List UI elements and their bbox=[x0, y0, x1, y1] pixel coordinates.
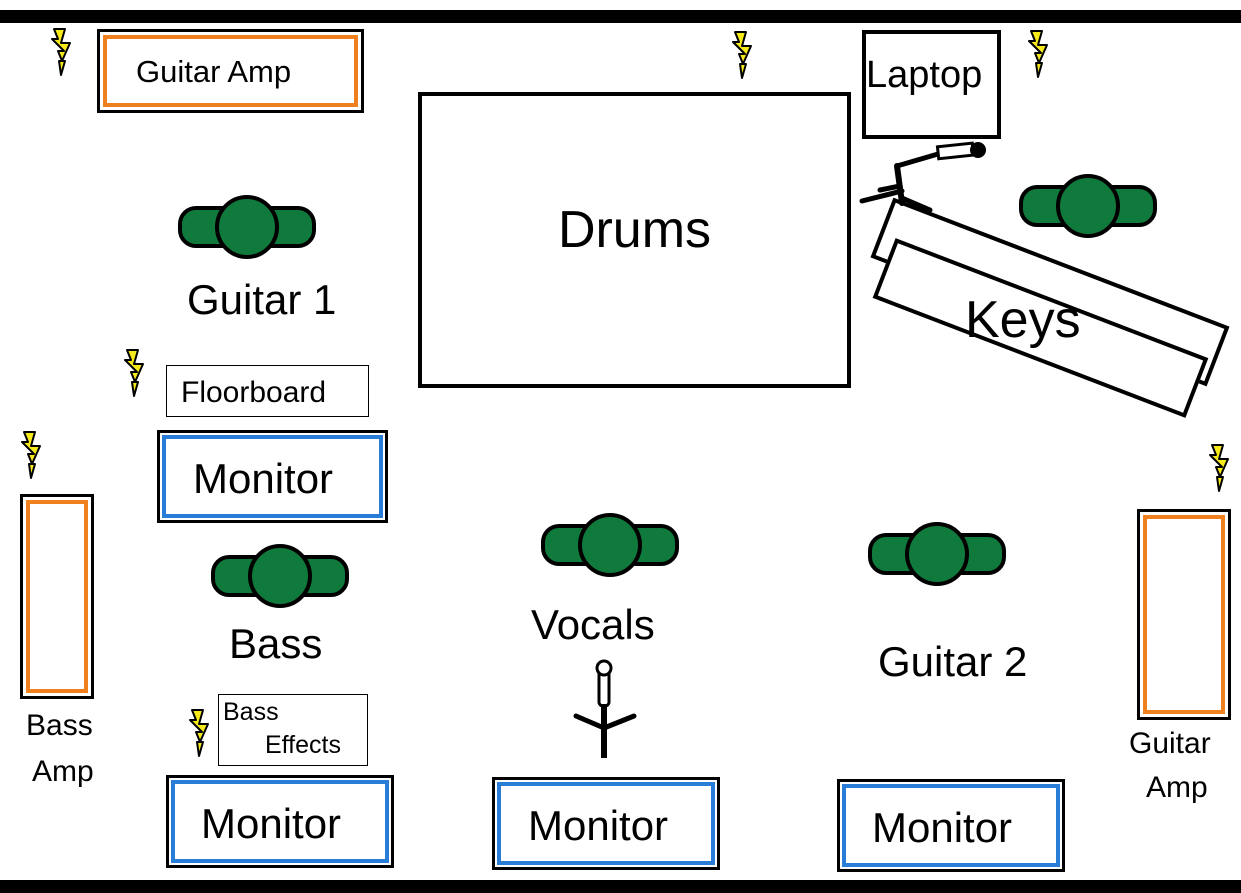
guitar-amp-top: Guitar Amp bbox=[97, 29, 364, 113]
bass-amp-label-line1: Bass bbox=[26, 709, 93, 742]
mic-stand-icon bbox=[573, 659, 637, 758]
power-bolt-icon bbox=[124, 349, 144, 397]
drums-label: Drums bbox=[557, 201, 712, 259]
monitor-bottom-center-label: Monitor bbox=[528, 802, 669, 849]
guitar1-label: Guitar 1 bbox=[187, 276, 337, 323]
floorboard-label: Floorboard bbox=[181, 376, 327, 409]
performer-icon bbox=[1019, 174, 1157, 238]
power-bolt-icon bbox=[1028, 30, 1048, 78]
bass-amp bbox=[20, 494, 94, 699]
power-bolt-icon bbox=[21, 431, 41, 479]
drums: Drums bbox=[418, 92, 851, 388]
mic-stand-icon bbox=[859, 141, 986, 213]
monitor-left-upper: Monitor bbox=[157, 430, 388, 523]
bass-effects: Bass Effects bbox=[218, 694, 368, 766]
performer-icon bbox=[868, 522, 1006, 586]
monitor-bottom-left: Monitor bbox=[166, 775, 394, 868]
guitar-amp-top-label: Guitar Amp bbox=[136, 54, 292, 89]
monitor-bottom-right: Monitor bbox=[837, 779, 1065, 872]
monitor-bottom-left-label: Monitor bbox=[201, 800, 342, 847]
guitar2-label: Guitar 2 bbox=[878, 638, 1028, 685]
monitor-left-upper-label: Monitor bbox=[193, 455, 334, 502]
monitor-bottom-center: Monitor bbox=[492, 777, 720, 870]
guitar-amp-right-label-line1: Guitar bbox=[1129, 727, 1211, 760]
power-bolt-icon bbox=[732, 31, 752, 79]
power-bolt-icon bbox=[51, 28, 71, 76]
laptop: Laptop bbox=[862, 30, 1001, 139]
power-bolt-icon bbox=[1209, 444, 1229, 492]
bass-effects-label-line2: Effects bbox=[265, 731, 341, 759]
performer-icon bbox=[178, 195, 316, 259]
monitor-bottom-right-label: Monitor bbox=[872, 804, 1013, 851]
vocals-label: Vocals bbox=[531, 601, 655, 648]
stage-edge-top bbox=[0, 10, 1241, 23]
power-bolt-icon bbox=[189, 709, 209, 757]
guitar-amp-right bbox=[1137, 509, 1231, 720]
keys-label: Keys bbox=[965, 291, 1081, 349]
floorboard: Floorboard bbox=[166, 365, 369, 417]
bass-label: Bass bbox=[229, 620, 323, 667]
performer-icon bbox=[211, 544, 349, 608]
bass-effects-label-line1: Bass bbox=[223, 698, 279, 726]
guitar-amp-right-label-line2: Amp bbox=[1146, 771, 1208, 804]
performer-icon bbox=[541, 513, 679, 577]
bass-amp-label-line2: Amp bbox=[32, 755, 94, 788]
stage-edge-bottom bbox=[0, 880, 1241, 893]
laptop-label: Laptop bbox=[866, 54, 983, 96]
